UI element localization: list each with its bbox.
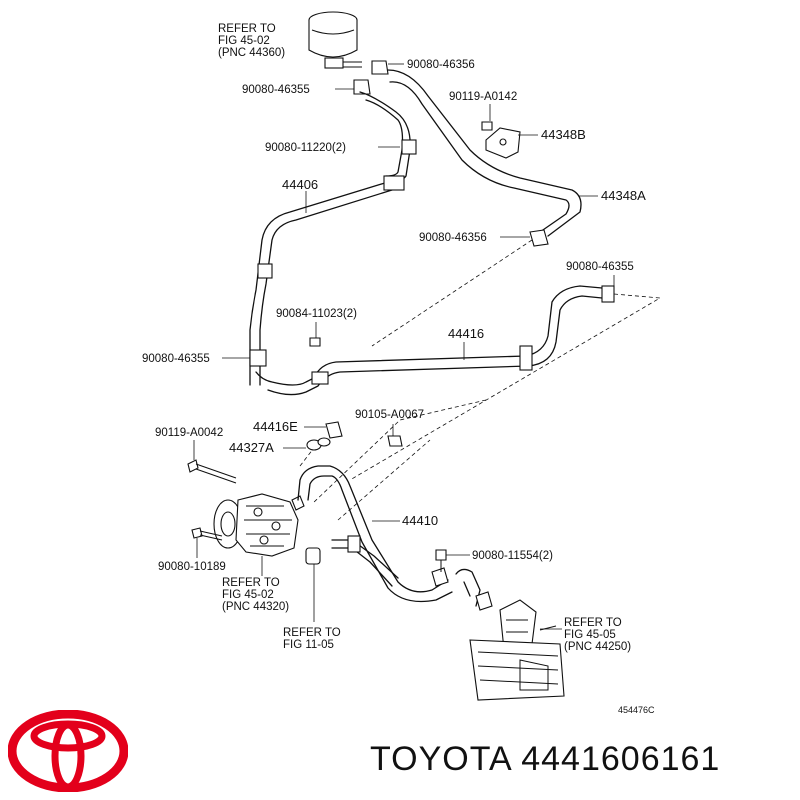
pump-assembly xyxy=(213,493,305,557)
bolt-a0042-part xyxy=(187,459,237,484)
bolt-10189-part xyxy=(191,527,223,541)
refer-engine-l2: FIG 11-05 xyxy=(283,639,334,651)
label-90080-46355-left: 90080-46355 xyxy=(142,353,210,365)
engine-stud-part xyxy=(305,547,321,565)
refer-pump-l3: (PNC 44320) xyxy=(222,601,289,613)
tube-44410 xyxy=(297,465,493,611)
label-44348a: 44348A xyxy=(601,188,646,203)
refer-reservoir-l2: FIG 45-02 xyxy=(218,35,270,47)
label-90119-a0142: 90119-A0142 xyxy=(449,91,517,103)
steering-gear xyxy=(469,599,565,701)
label-90080-11554: 90080-11554(2) xyxy=(472,550,553,562)
toyota-logo xyxy=(8,710,128,792)
tube-44406 xyxy=(249,91,417,386)
clip-46356-mid-part xyxy=(529,229,549,247)
label-44348b: 44348B xyxy=(541,127,586,142)
label-90080-11220: 90080-11220(2) xyxy=(265,142,346,154)
clip-46356-top-part xyxy=(371,60,389,75)
label-90105-a0067: 90105-A0067 xyxy=(355,409,424,421)
refer-engine-l1: REFER TO xyxy=(283,627,341,639)
refer-pump-l2: FIG 45-02 xyxy=(222,589,274,601)
reservoir-tank xyxy=(308,11,362,69)
refer-gear-l2: FIG 45-05 xyxy=(564,629,616,641)
label-90080-46355-top: 90080-46355 xyxy=(242,84,310,96)
drawing-number: 454476C xyxy=(618,705,655,715)
label-44406: 44406 xyxy=(282,177,318,192)
label-90119-a0042: 90119-A0042 xyxy=(155,427,223,439)
label-44410: 44410 xyxy=(402,513,438,528)
brand-name: TOYOTA xyxy=(370,740,511,778)
label-90084-11023: 90084-11023(2) xyxy=(276,308,357,320)
label-90080-46356-top: 90080-46356 xyxy=(407,59,475,71)
label-44416: 44416 xyxy=(448,326,484,341)
gasket-44327a-part xyxy=(306,437,331,451)
bolt-a0142-part xyxy=(481,121,493,131)
bracket-44348b-part xyxy=(485,127,521,159)
part-number: 4441606161 xyxy=(521,740,721,778)
label-44327a: 44327A xyxy=(229,440,274,455)
bolt-11023-part xyxy=(309,337,321,347)
label-90080-10189: 90080-10189 xyxy=(158,561,226,573)
refer-pump-l1: REFER TO xyxy=(222,577,280,589)
label-90080-46355-right: 90080-46355 xyxy=(566,261,634,273)
clip-46355-top-part xyxy=(353,79,371,95)
hose-44348a xyxy=(387,69,582,237)
label-44416e: 44416E xyxy=(253,419,298,434)
refer-reservoir-l3: (PNC 44360) xyxy=(218,47,285,59)
tube-44416 xyxy=(255,285,615,396)
union-44416e-part xyxy=(325,421,343,439)
footer-brand-part-number: TOYOTA 4441606161 xyxy=(370,740,720,779)
refer-gear-l1: REFER TO xyxy=(564,617,622,629)
bolt-11554-part xyxy=(435,549,447,572)
refer-gear-l3: (PNC 44250) xyxy=(564,641,631,653)
dashed-guides xyxy=(299,239,662,521)
refer-reservoir-l1: REFER TO xyxy=(218,23,276,35)
label-90080-46356-mid: 90080-46356 xyxy=(419,232,487,244)
clip-46355-left-part xyxy=(249,349,267,367)
nut-a0067-part xyxy=(387,435,403,447)
